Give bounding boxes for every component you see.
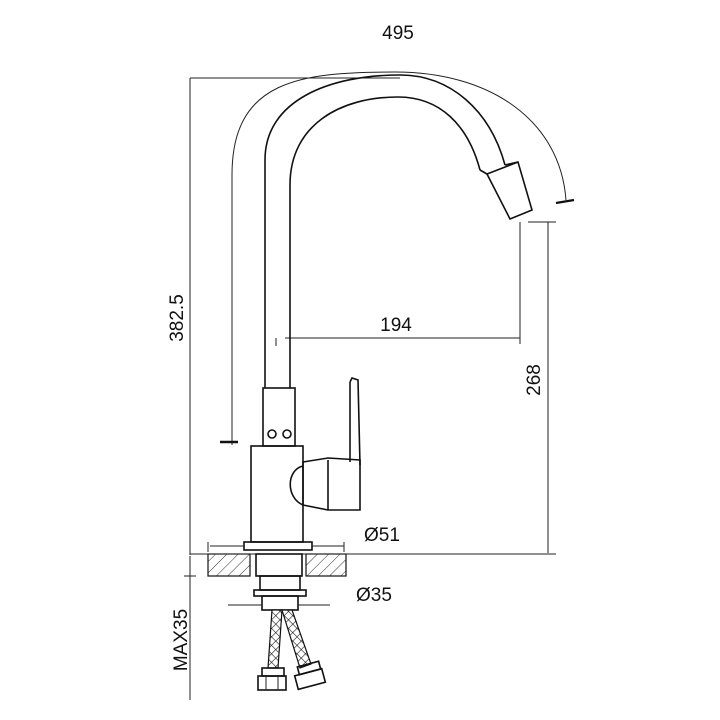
aerator <box>479 160 533 221</box>
dim-max-counter-thickness: MAX35 <box>171 609 192 671</box>
spout-height-dimension <box>528 221 556 553</box>
countertop-section <box>190 553 556 577</box>
flexible-hoses <box>257 609 327 691</box>
dim-total-height: 382.5 <box>167 294 188 342</box>
dim-base-diameter: Ø51 <box>364 525 400 546</box>
spout-tube <box>264 74 506 388</box>
handle-lever <box>289 377 361 511</box>
spout-reach-dimension <box>275 222 521 346</box>
reach-arc-dimension <box>220 71 575 445</box>
base-flange <box>207 541 345 552</box>
dim-spout-reach: 194 <box>380 315 412 336</box>
max-thickness-dimension <box>184 556 196 700</box>
spout-collar <box>262 387 296 447</box>
faucet-body <box>250 445 304 543</box>
dim-spout-height: 268 <box>524 364 545 396</box>
mounting-shank <box>228 553 330 611</box>
dim-total-reach: 495 <box>382 23 414 44</box>
total-height-dimension <box>189 77 400 555</box>
dim-shank-diameter: Ø35 <box>356 585 392 606</box>
